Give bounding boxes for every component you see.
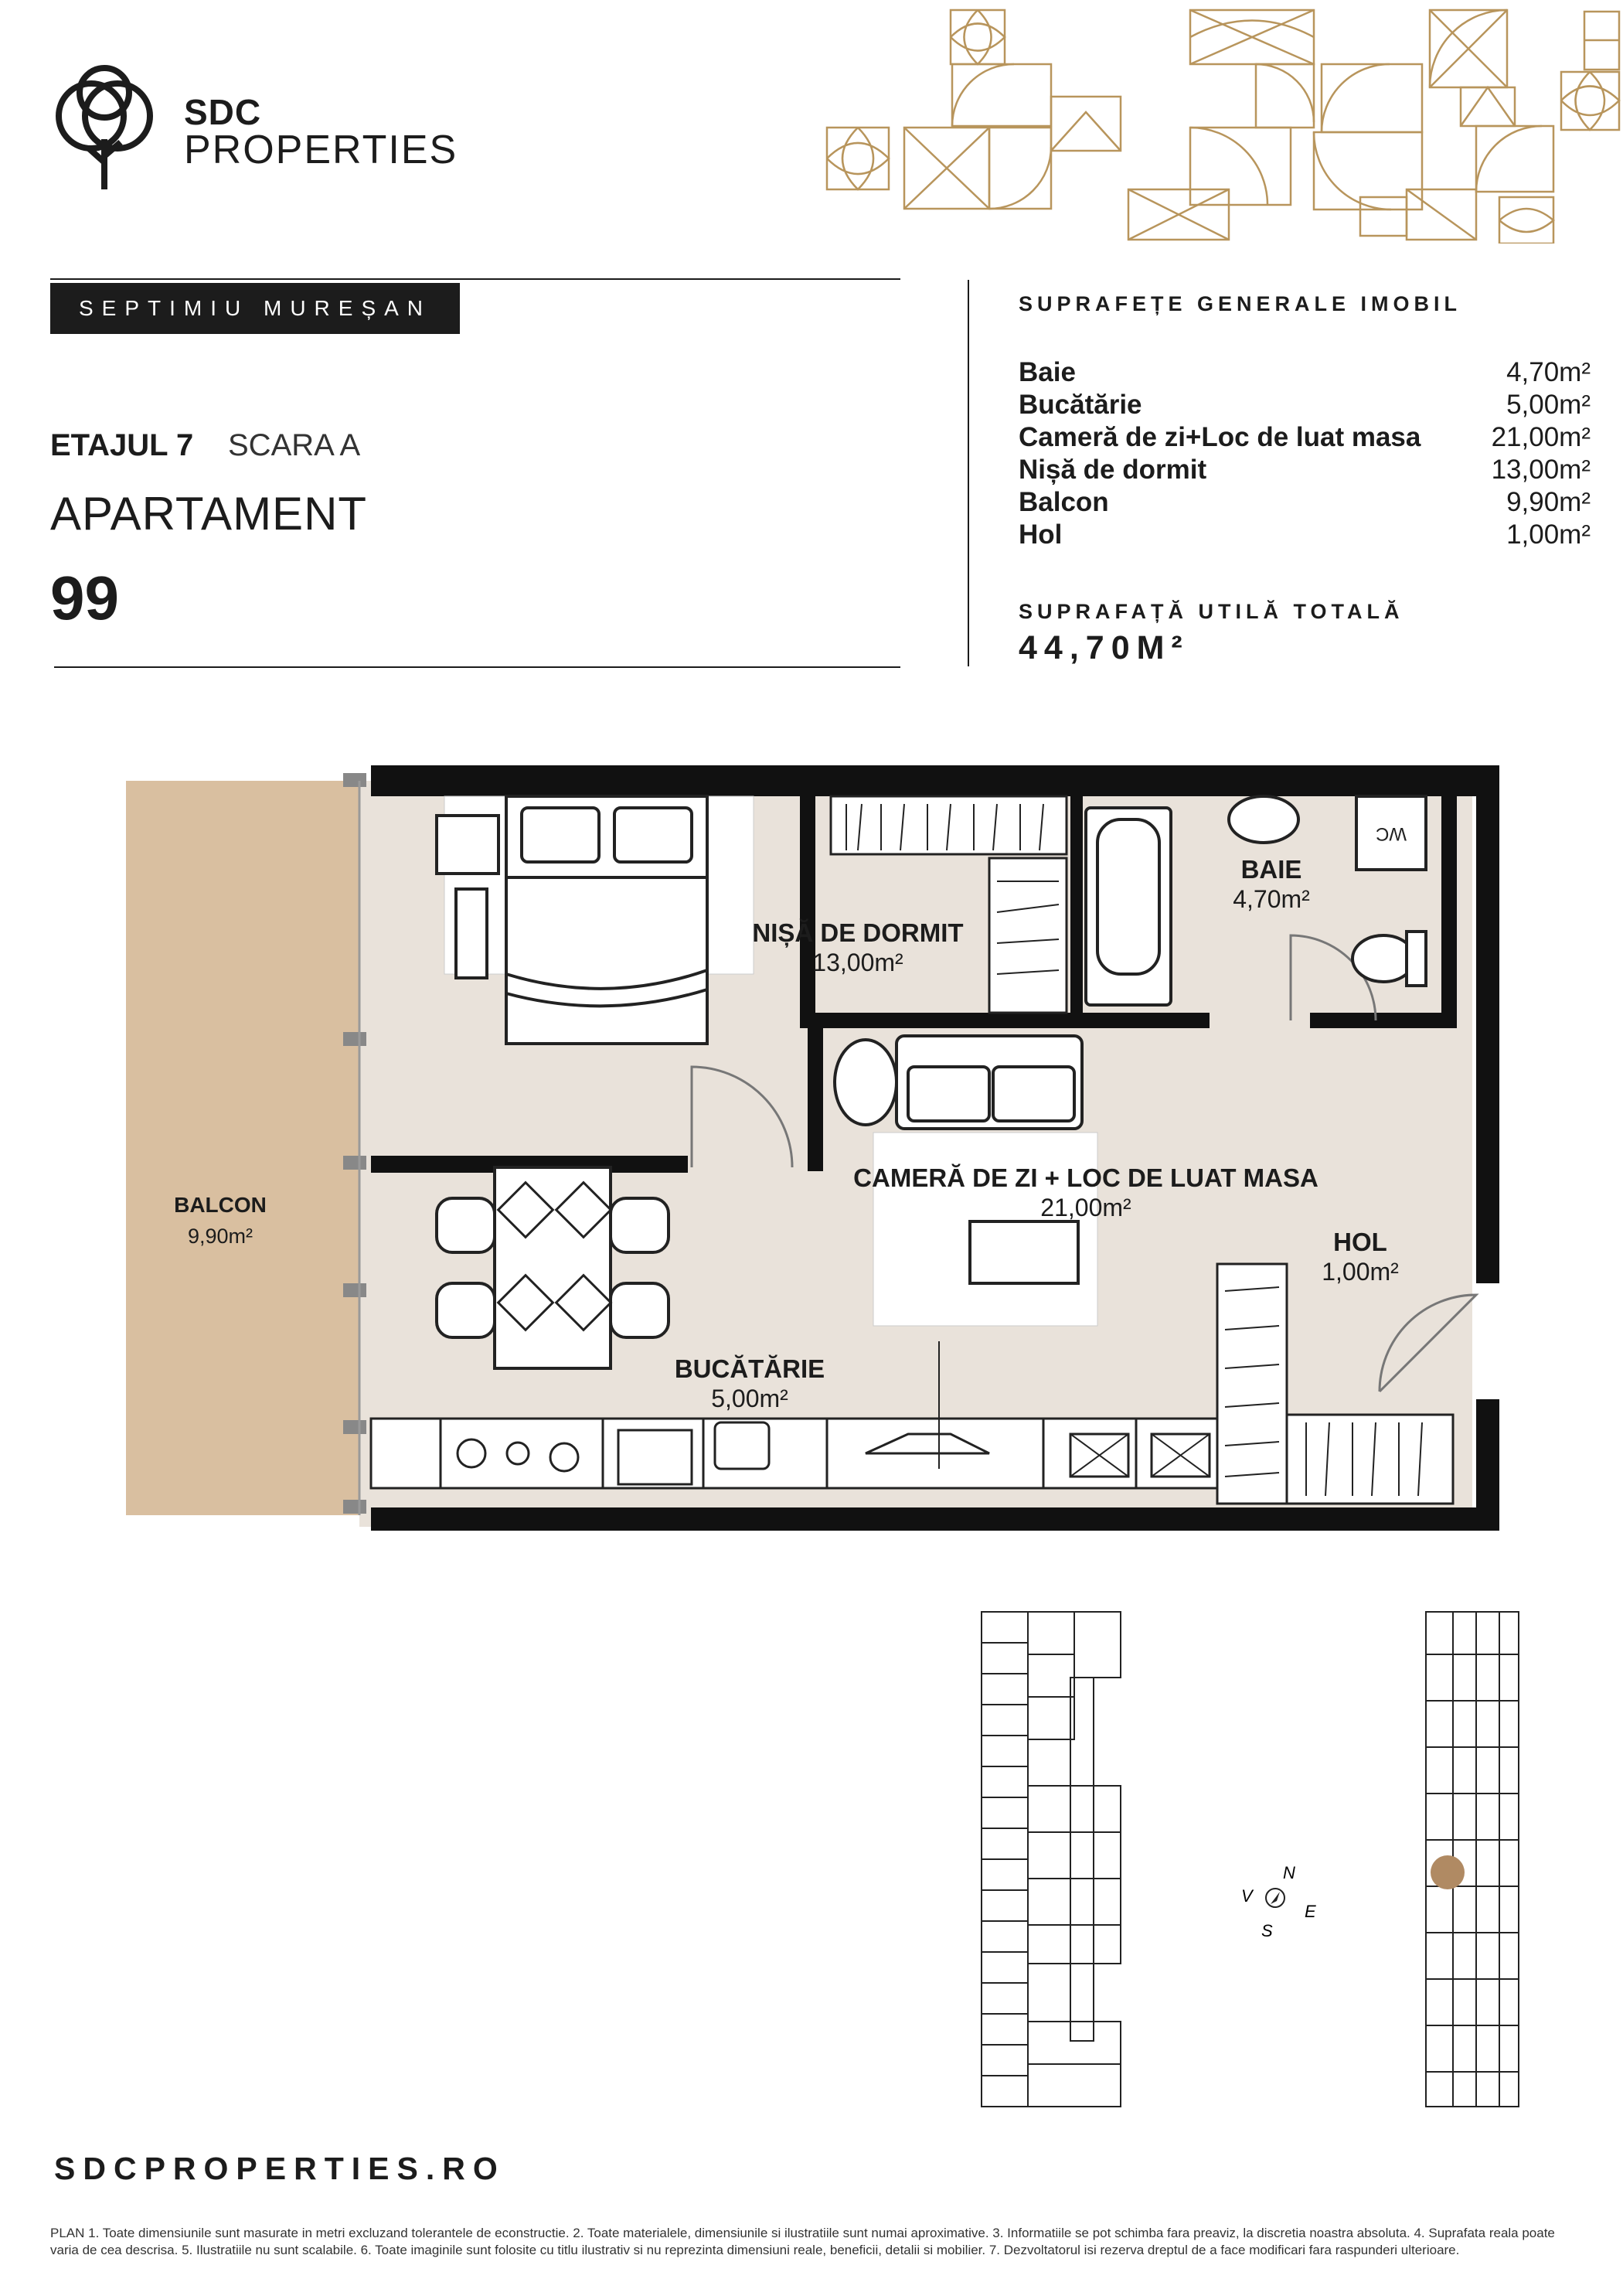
area-value: 21,00m² <box>1491 422 1591 452</box>
apartment-number: 99 <box>50 564 119 632</box>
total-area-value: 44,70M² <box>1019 629 1189 666</box>
compass-v: V <box>1241 1886 1254 1906</box>
compass-s: S <box>1261 1921 1273 1940</box>
room-area: 5,00m² <box>711 1385 788 1412</box>
area-value: 1,00m² <box>1506 519 1591 550</box>
room-name: CAMERĂ DE ZI + LOC DE LUAT MASA <box>853 1163 1318 1192</box>
room-area: 21,00m² <box>1040 1194 1131 1221</box>
vertical-divider <box>968 280 969 666</box>
area-name: Hol <box>1019 519 1063 550</box>
area-row-balcon: Balcon 9,90m² <box>1019 487 1591 519</box>
sdc-logo-icon <box>56 65 153 189</box>
disclaimer-text: PLAN 1. Toate dimensiunile sunt masurate… <box>50 2226 1555 2257</box>
area-value: 9,90m² <box>1506 487 1591 517</box>
staircase-label: SCARA A <box>228 428 361 462</box>
area-name: Baie <box>1019 357 1076 387</box>
floor-label: ETAJUL 7 <box>50 428 194 462</box>
room-name: BAIE <box>1240 855 1302 884</box>
area-value: 13,00m² <box>1491 455 1591 485</box>
room-hol: HOL 1,00m² <box>1283 1228 1438 1286</box>
area-value: 5,00m² <box>1506 390 1591 420</box>
compass-n: N <box>1283 1863 1295 1882</box>
room-area: 4,70m² <box>1233 885 1310 913</box>
area-name: Cameră de zi+Loc de luat masa <box>1019 422 1421 452</box>
top-divider <box>50 278 900 280</box>
room-camera: CAMERĂ DE ZI + LOC DE LUAT MASA 21,00m² <box>804 1163 1368 1222</box>
area-name: Nișă de dormit <box>1019 455 1207 485</box>
area-name: Bucătărie <box>1019 390 1142 420</box>
area-row-nisa: Nișă de dormit 13,00m² <box>1019 455 1591 487</box>
area-row-camera: Cameră de zi+Loc de luat masa 21,00m² <box>1019 422 1591 455</box>
room-name: BALCON <box>174 1193 267 1217</box>
decorative-pattern-icon <box>825 9 1621 244</box>
area-row-bucatarie: Bucătărie 5,00m² <box>1019 390 1591 422</box>
floor-plan: WC <box>126 765 1499 1531</box>
room-baie: BAIE 4,70m² <box>1194 855 1349 914</box>
areas-title: SUPRAFEȚE GENERALE IMOBIL <box>1019 292 1462 315</box>
apartment-location-marker <box>1431 1855 1465 1889</box>
compass-icon <box>1265 1888 1285 1908</box>
area-value: 4,70m² <box>1506 357 1591 387</box>
room-area: 1,00m² <box>1322 1258 1399 1286</box>
room-area: 13,00m² <box>812 949 903 976</box>
brand-subname: PROPERTIES <box>184 128 458 172</box>
apartment-label: APARTAMENT <box>50 488 368 540</box>
area-name: Balcon <box>1019 487 1109 517</box>
room-name: BUCĂTĂRIE <box>674 1354 825 1383</box>
room-name: HOL <box>1333 1228 1387 1256</box>
website-link[interactable]: SDCPROPERTIES.RO <box>54 2151 505 2186</box>
wc-label: WC <box>1376 823 1407 844</box>
bottom-divider <box>54 666 900 668</box>
building-key-plan: N E S V <box>981 1611 1519 2107</box>
compass-e: E <box>1305 1902 1316 1921</box>
room-bucatarie: BUCĂTĂRIE 5,00m² <box>641 1354 858 1413</box>
room-nisa: NIȘĂ DE DORMIT 13,00m² <box>696 918 1020 977</box>
brand-name: SDC <box>184 92 262 132</box>
area-row-baie: Baie 4,70m² <box>1019 357 1591 390</box>
room-name: NIȘĂ DE DORMIT <box>752 918 964 947</box>
room-area: 9,90m² <box>187 1225 253 1248</box>
project-badge: SEPTIMIU MUREȘAN <box>50 283 460 334</box>
room-balcon: BALCON 9,90m² <box>135 1191 305 1251</box>
total-area-title: SUPRAFAȚĂ UTILĂ TOTALĂ <box>1019 600 1404 623</box>
area-row-hol: Hol 1,00m² <box>1019 519 1591 552</box>
balcony-area <box>126 781 359 1515</box>
